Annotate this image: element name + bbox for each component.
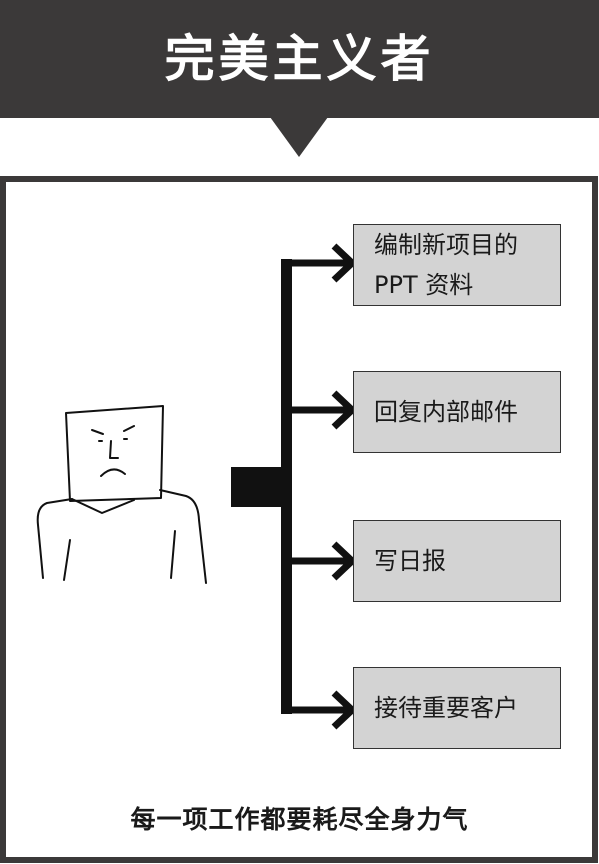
title-banner: [0, 0, 599, 118]
title-pointer-arrow: [270, 117, 328, 157]
connector-block: [231, 467, 287, 507]
task-box-daily-report: 写日报: [353, 520, 561, 602]
task-label: 编制新项目的 PPT 资料: [374, 231, 518, 299]
task-label: 写日报: [374, 547, 446, 575]
vertical-trunk: [281, 259, 292, 714]
branch-arrows: [285, 243, 358, 730]
diagram-caption: 每一项工作都要耗尽全身力气: [130, 805, 469, 834]
neck-left: [71, 498, 135, 514]
task-label: 回复内部邮件: [374, 398, 518, 426]
page-title: 完美主义者: [164, 30, 435, 88]
right-torso-line: [170, 530, 176, 579]
right-eyebrow: [123, 425, 135, 432]
right-shoulder: [159, 489, 207, 584]
nose: [109, 440, 119, 459]
figure-head: [36, 405, 207, 584]
task-box-client: 接待重要客户: [353, 667, 561, 749]
branch-arrow-1: [285, 243, 358, 283]
task-label: 接待重要客户: [374, 694, 518, 722]
task-box-ppt: 编制新项目的 PPT 资料: [353, 224, 561, 306]
left-eyebrow: [91, 429, 104, 435]
branch-arrow-2: [285, 390, 358, 430]
left-shoulder: [36, 498, 73, 579]
mouth: [100, 468, 126, 477]
branch-arrow-3: [285, 541, 358, 581]
left-torso-line: [63, 539, 71, 581]
branch-arrow-4: [285, 690, 358, 730]
task-box-email: 回复内部邮件: [353, 371, 561, 453]
